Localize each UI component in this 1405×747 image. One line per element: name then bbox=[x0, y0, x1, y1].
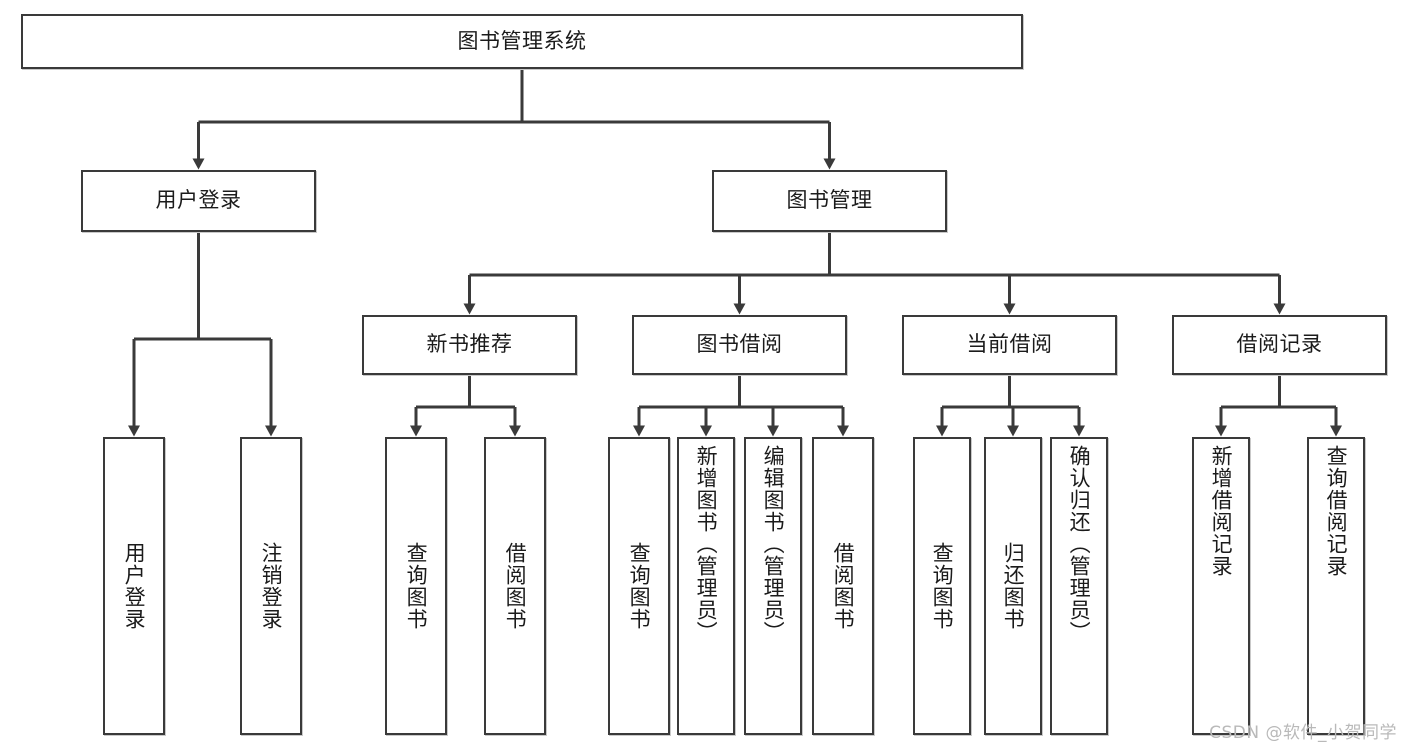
node-newbook[interactable]: 新书推荐 bbox=[362, 315, 577, 375]
node-label: 用户登录 bbox=[122, 542, 147, 630]
node-label: 图书借阅 bbox=[696, 332, 783, 357]
node-records[interactable]: 借阅记录 bbox=[1172, 315, 1387, 375]
node-leaf-cur-1[interactable]: 查询图书 bbox=[913, 437, 971, 735]
node-label: 查询图书 bbox=[404, 542, 429, 630]
node-label: 编辑图书（管理员） bbox=[761, 445, 786, 643]
node-label: 确认归还（管理员） bbox=[1067, 445, 1092, 643]
node-leaf-new-2[interactable]: 借阅图书 bbox=[484, 437, 546, 735]
csdn-watermark: CSDN @软件_小贺同学 bbox=[1209, 723, 1397, 743]
node-login[interactable]: 用户登录 bbox=[81, 170, 316, 232]
node-label: 图书管理 bbox=[786, 188, 873, 213]
node-label: 查询图书 bbox=[930, 542, 955, 630]
node-leaf-cur-2[interactable]: 归还图书 bbox=[984, 437, 1042, 735]
node-leaf-bor-1[interactable]: 查询图书 bbox=[608, 437, 670, 735]
node-label: 注销登录 bbox=[259, 542, 284, 630]
node-label: 借阅图书 bbox=[831, 542, 856, 630]
node-label: 图书管理系统 bbox=[457, 28, 587, 53]
node-label: 新增借阅记录 bbox=[1209, 445, 1234, 577]
node-label: 新书推荐 bbox=[426, 332, 513, 357]
node-label: 用户登录 bbox=[155, 188, 242, 213]
node-leaf-bor-4[interactable]: 借阅图书 bbox=[812, 437, 874, 735]
node-leaf-login-1[interactable]: 用户登录 bbox=[103, 437, 165, 735]
node-leaf-rec-2[interactable]: 查询借阅记录 bbox=[1307, 437, 1365, 735]
node-bookmgmt[interactable]: 图书管理 bbox=[712, 170, 947, 232]
node-label: 借阅图书 bbox=[503, 542, 528, 630]
node-leaf-rec-1[interactable]: 新增借阅记录 bbox=[1192, 437, 1250, 735]
node-leaf-cur-3[interactable]: 确认归还（管理员） bbox=[1050, 437, 1108, 735]
node-root[interactable]: 图书管理系统 bbox=[21, 14, 1023, 69]
node-leaf-bor-3[interactable]: 编辑图书（管理员） bbox=[744, 437, 802, 735]
node-borrow[interactable]: 图书借阅 bbox=[632, 315, 847, 375]
node-label: 查询图书 bbox=[627, 542, 652, 630]
node-leaf-new-1[interactable]: 查询图书 bbox=[385, 437, 447, 735]
node-label: 查询借阅记录 bbox=[1324, 445, 1349, 577]
node-label: 新增图书（管理员） bbox=[694, 445, 719, 643]
node-label: 当前借阅 bbox=[966, 332, 1053, 357]
node-label: 归还图书 bbox=[1001, 542, 1026, 630]
node-leaf-bor-2[interactable]: 新增图书（管理员） bbox=[677, 437, 735, 735]
node-label: 借阅记录 bbox=[1236, 332, 1323, 357]
node-leaf-login-2[interactable]: 注销登录 bbox=[240, 437, 302, 735]
node-current[interactable]: 当前借阅 bbox=[902, 315, 1117, 375]
